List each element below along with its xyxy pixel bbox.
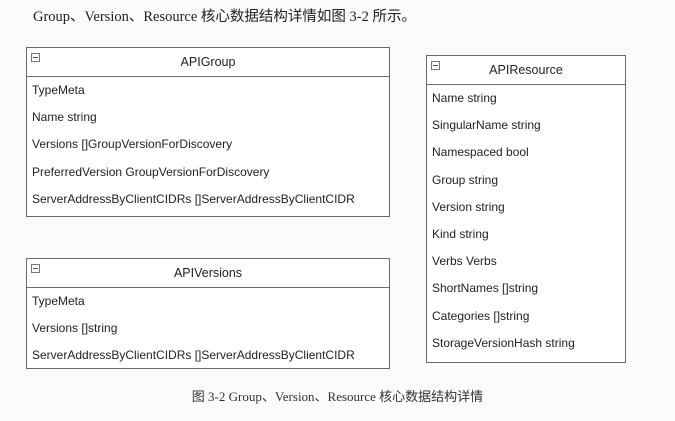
apiversions-box: APIVersions TypeMeta Versions []string S… [26,258,390,369]
apiversions-field: TypeMeta [32,294,85,308]
apiresource-field: Categories []string [432,308,530,323]
apiresource-field: Group string [432,172,499,187]
apiresource-header: APIResource [427,56,625,85]
apiresource-field: Version string [432,199,505,214]
intro-text: Group、Version、Resource 核心数据结构详情如图 3-2 所示… [33,9,417,25]
apiresource-field: Namespaced bool [432,145,529,160]
apiresource-title: APIResource [489,63,563,77]
apiversions-field: ServerAddressByClientCIDRs []ServerAddre… [32,348,355,363]
apiresource-field: ShortNames []string [432,281,539,296]
apigroup-header: APIGroup [27,48,389,77]
apigroup-field: PreferredVersion GroupVersionForDiscover… [32,164,270,179]
collapse-icon[interactable] [31,264,40,273]
apiresource-field: Verbs Verbs [432,254,497,269]
apigroup-title: APIGroup [180,55,236,69]
apigroup-field: Versions []GroupVersionForDiscovery [32,137,233,152]
collapse-icon[interactable] [431,61,440,70]
apiresource-field: StorageVersionHash string [432,335,575,350]
apigroup-field: TypeMeta [32,83,85,97]
apiresource-field: Kind string [432,226,489,241]
apiresource-field: SingularName string [432,118,541,133]
apiversions-title: APIVersions [173,266,243,280]
apiresource-box: APIResource Name string SingularName str… [426,55,626,363]
collapse-icon[interactable] [31,53,40,62]
apiresource-field: Name string [432,91,497,105]
apiversions-field: Versions []string [32,321,118,336]
apigroup-field: ServerAddressByClientCIDRs []ServerAddre… [32,191,355,206]
apigroup-field: Name string [32,110,97,125]
figure-caption: 图 3-2 Group、Version、Resource 核心数据结构详情 [191,389,484,404]
apigroup-box: APIGroup TypeMeta Name string Versions [… [26,47,390,217]
apiversions-header: APIVersions [27,259,389,288]
